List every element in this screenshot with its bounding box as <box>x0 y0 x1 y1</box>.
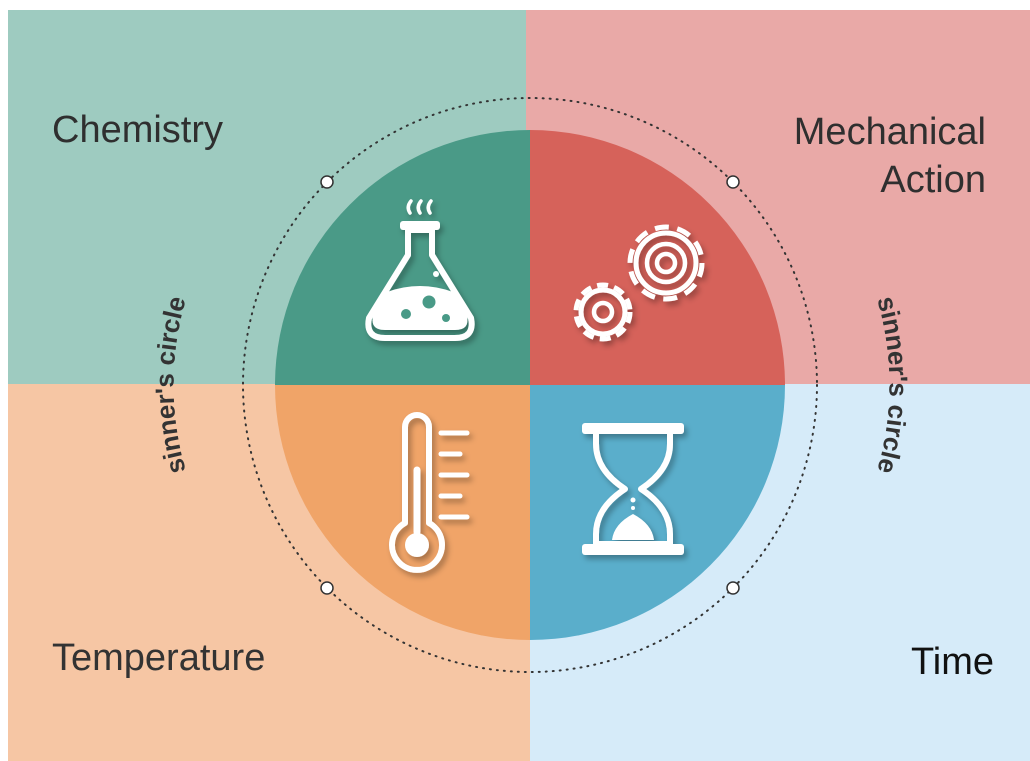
ring-label-right: sinner's circle <box>871 293 913 477</box>
ring-node-bottom-left <box>320 581 334 595</box>
gears-icon <box>573 224 705 342</box>
hourglass-icon <box>582 423 684 555</box>
ring-label-left: sinner's circle <box>149 293 191 477</box>
dotted-ring <box>242 97 818 673</box>
label-mechanical: Mechanical <box>793 111 986 153</box>
ring-node-bottom-right <box>726 581 740 595</box>
ring-node-top-left <box>320 175 334 189</box>
flask-icon <box>365 199 475 341</box>
segment-chemistry <box>275 130 530 385</box>
label-action: Action <box>880 159 986 201</box>
thermometer-icon <box>389 412 470 573</box>
ring-node-top-right <box>726 175 740 189</box>
label-temperature: Temperature <box>52 637 266 679</box>
label-mechanical-action: Mechanical Action <box>794 108 986 204</box>
label-time: Time <box>910 641 994 683</box>
label-chemistry: Chemistry <box>52 109 224 151</box>
